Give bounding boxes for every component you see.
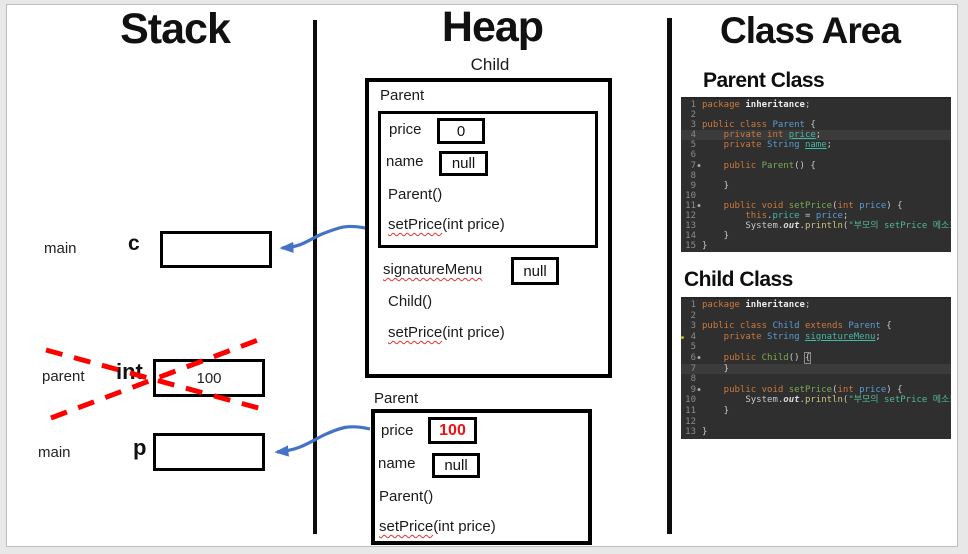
price-value-box: 100 — [428, 417, 477, 444]
stack-frame-label: parent — [42, 368, 85, 385]
heap-classarea-divider — [667, 18, 672, 534]
setprice-method-label: setPrice(int price) — [388, 216, 505, 233]
child-class-heading: Child Class — [684, 268, 793, 291]
price-value: 100 — [439, 421, 466, 439]
child-object-title: Child — [470, 55, 510, 74]
stack-frame-label: main — [38, 444, 71, 461]
stack-var-label-p: p — [133, 435, 147, 460]
name-value: null — [444, 457, 468, 474]
price-value: 0 — [456, 122, 466, 140]
setprice-method-label: setPrice(int price) — [388, 324, 505, 341]
stack-frame-label: main — [44, 240, 77, 257]
parent-section-box: price 0 name null Parent() setPrice(int … — [378, 111, 598, 248]
heap-parent-object: price 100 name null Parent() setPrice(in… — [371, 409, 592, 545]
signaturemenu-field-label: signatureMenu — [383, 261, 483, 278]
signaturemenu-value: null — [523, 262, 547, 280]
name-value-box: null — [432, 453, 480, 478]
name-field-label: name — [386, 153, 424, 170]
stack-value-box-p — [153, 433, 265, 471]
stack-var-label-int: int — [116, 359, 143, 384]
price-field-label: price — [381, 422, 414, 439]
setprice-method-label: setPrice(int price) — [379, 518, 496, 535]
stack-var-label-c: c — [128, 232, 140, 255]
parent-object-title: Parent — [374, 390, 419, 407]
name-field-label: name — [378, 455, 416, 472]
stack-value-int: 100 — [196, 369, 222, 387]
parent-section-label: Parent — [380, 87, 425, 104]
signaturemenu-value-box: null — [511, 257, 559, 285]
parent-class-heading: Parent Class — [703, 69, 825, 92]
parent-constructor-label: Parent() — [388, 186, 443, 203]
stack-heap-divider — [313, 20, 317, 534]
child-constructor-label: Child() — [388, 293, 433, 310]
stack-value-box-c — [160, 231, 272, 268]
price-field-label: price — [389, 121, 422, 138]
heap-title: Heap — [441, 3, 544, 51]
class-area-title: Class Area — [720, 10, 901, 51]
name-value-box: null — [439, 151, 488, 176]
price-value-box: 0 — [437, 118, 485, 144]
stack-value-box-int: 100 — [153, 359, 265, 397]
name-value: null — [451, 155, 476, 172]
heap-child-object: Parent price 0 name null Parent() setPri… — [365, 78, 612, 378]
parent-constructor-label: Parent() — [379, 488, 434, 505]
stack-title: Stack — [120, 5, 231, 53]
